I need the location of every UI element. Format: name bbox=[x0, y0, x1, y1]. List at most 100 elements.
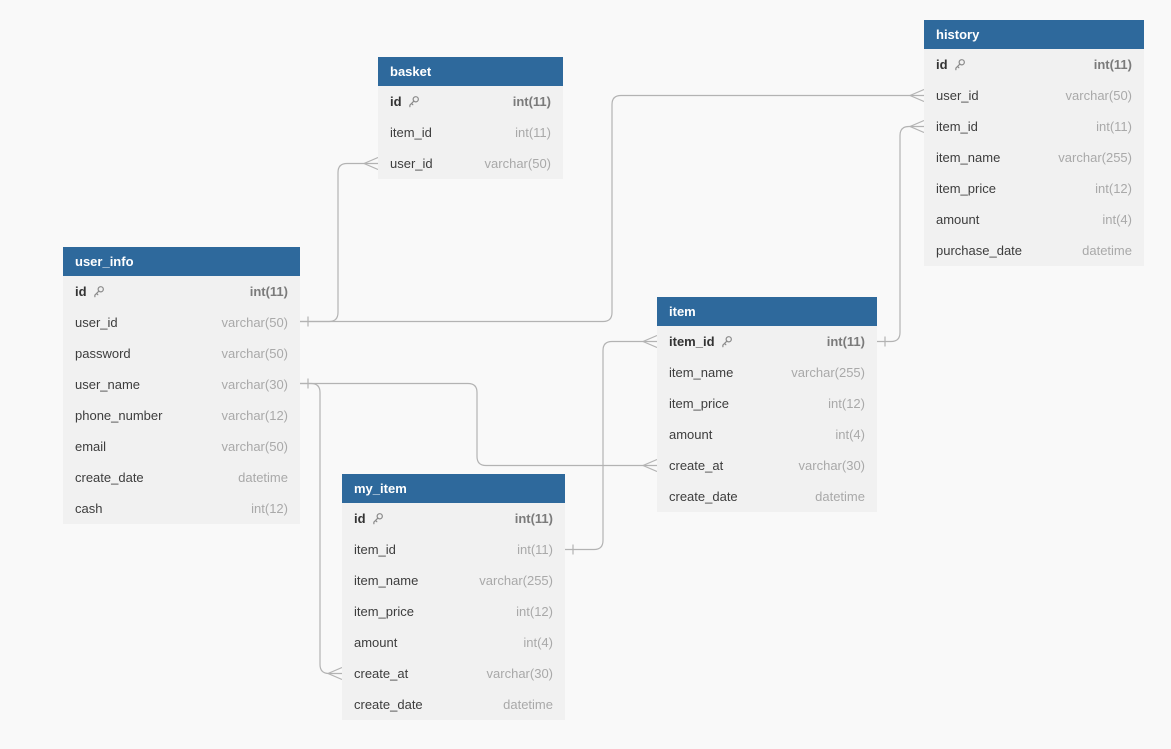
field-name: user_id bbox=[936, 88, 979, 103]
relationship-my_item.item_id-to-item.item_id bbox=[565, 334, 658, 555]
crow-foot-prong bbox=[642, 334, 658, 343]
primary-key-icon bbox=[372, 513, 383, 525]
field-name: create_date bbox=[669, 489, 738, 504]
field-name-label: amount bbox=[354, 635, 398, 650]
field-type-label: int(12) bbox=[516, 604, 553, 619]
field-name-label: item_name bbox=[669, 365, 734, 380]
field-name: item_name bbox=[936, 150, 1000, 165]
field-row-history-item_price: item_price int(12) bbox=[924, 173, 1144, 204]
field-name: amount bbox=[936, 212, 979, 227]
field-name-label: item_name bbox=[354, 573, 419, 588]
field-row-history-purchase_date: purchase_date datetime bbox=[924, 235, 1144, 266]
relationship-path bbox=[300, 162, 378, 323]
field-row-basket-id: id int(11) bbox=[378, 86, 563, 117]
crow-foot-prong bbox=[642, 464, 658, 473]
field-type-label: varchar(30) bbox=[798, 458, 865, 473]
field-name-label: cash bbox=[75, 501, 103, 516]
field-name: email bbox=[75, 439, 106, 454]
table-title: user_info bbox=[75, 254, 134, 269]
field-name-label: password bbox=[75, 346, 131, 361]
crow-foot-prong bbox=[327, 672, 343, 681]
field-type-label: datetime bbox=[1082, 243, 1132, 258]
crow-foot-prong bbox=[642, 340, 658, 349]
field-row-my_item-item_price: item_price int(12) bbox=[342, 596, 565, 627]
field-type-label: varchar(50) bbox=[484, 156, 551, 171]
table-basket[interactable]: basket id int(11) item_id int(11) user_id varc… bbox=[378, 57, 563, 179]
field-type-label: varchar(12) bbox=[221, 408, 288, 423]
field-name-label: id bbox=[390, 94, 402, 109]
field-name-label: phone_number bbox=[75, 408, 163, 423]
table-header-my_item[interactable]: my_item bbox=[342, 474, 565, 503]
field-type-label: int(4) bbox=[1102, 212, 1132, 227]
relationship-path bbox=[877, 125, 924, 343]
field-row-history-amount: amount int(4) bbox=[924, 204, 1144, 235]
field-type-label: varchar(50) bbox=[221, 439, 288, 454]
field-name-label: id bbox=[75, 284, 87, 299]
field-name-label: item_price bbox=[354, 604, 414, 619]
field-row-item-create_date: create_date datetime bbox=[657, 481, 877, 512]
field-name: item_id bbox=[936, 119, 978, 134]
field-name: id bbox=[390, 94, 420, 109]
field-type-label: int(4) bbox=[523, 635, 553, 650]
crow-foot-prong bbox=[909, 94, 925, 103]
table-title: my_item bbox=[354, 481, 407, 496]
field-name-label: item_name bbox=[936, 150, 1001, 165]
field-type-label: varchar(255) bbox=[479, 573, 553, 588]
field-name: create_at bbox=[669, 458, 723, 473]
field-name-label: create_date bbox=[75, 470, 144, 485]
field-name: amount bbox=[354, 635, 397, 650]
field-name-label: user_id bbox=[390, 156, 433, 171]
field-name: item_price bbox=[936, 181, 996, 196]
table-header-item[interactable]: item bbox=[657, 297, 877, 326]
field-name: phone_number bbox=[75, 408, 162, 423]
field-type-label: datetime bbox=[503, 697, 553, 712]
table-header-history[interactable]: history bbox=[924, 20, 1144, 49]
table-title: item bbox=[669, 304, 696, 319]
relationship-path bbox=[300, 382, 657, 467]
field-name-label: create_at bbox=[669, 458, 724, 473]
field-name: item_name bbox=[354, 573, 418, 588]
field-name: item_price bbox=[669, 396, 729, 411]
field-row-user_info-email: email varchar(50) bbox=[63, 431, 300, 462]
field-type-label: datetime bbox=[815, 489, 865, 504]
table-header-user_info[interactable]: user_info bbox=[63, 247, 300, 276]
field-name: id bbox=[75, 284, 105, 299]
field-row-basket-item_id: item_id int(11) bbox=[378, 117, 563, 148]
primary-key-icon bbox=[954, 59, 965, 71]
field-name-label: amount bbox=[936, 212, 980, 227]
field-type-label: int(11) bbox=[515, 125, 551, 140]
field-row-user_info-phone_number: phone_number varchar(12) bbox=[63, 400, 300, 431]
primary-key-icon bbox=[93, 286, 104, 298]
field-name-label: item_id bbox=[354, 542, 396, 557]
field-name: user_id bbox=[75, 315, 118, 330]
field-name: item_id bbox=[390, 125, 432, 140]
field-type-label: int(11) bbox=[514, 511, 553, 526]
field-type-label: int(11) bbox=[1096, 119, 1132, 134]
field-name-label: user_id bbox=[936, 88, 979, 103]
table-fields-basket: id int(11) item_id int(11) user_id varchar(50… bbox=[378, 86, 563, 179]
field-type-label: int(12) bbox=[1095, 181, 1132, 196]
table-header-basket[interactable]: basket bbox=[378, 57, 563, 86]
field-name: purchase_date bbox=[936, 243, 1022, 258]
crow-foot-prong bbox=[909, 88, 925, 97]
field-type-label: int(11) bbox=[512, 94, 551, 109]
crow-foot-prong bbox=[327, 666, 343, 675]
relationship-user_info.user_id-to-basket.user_id bbox=[300, 156, 379, 323]
field-name-label: email bbox=[75, 439, 107, 454]
field-name-label: item_id bbox=[936, 119, 978, 134]
field-type-label: varchar(255) bbox=[1058, 150, 1132, 165]
field-name: item_name bbox=[669, 365, 733, 380]
